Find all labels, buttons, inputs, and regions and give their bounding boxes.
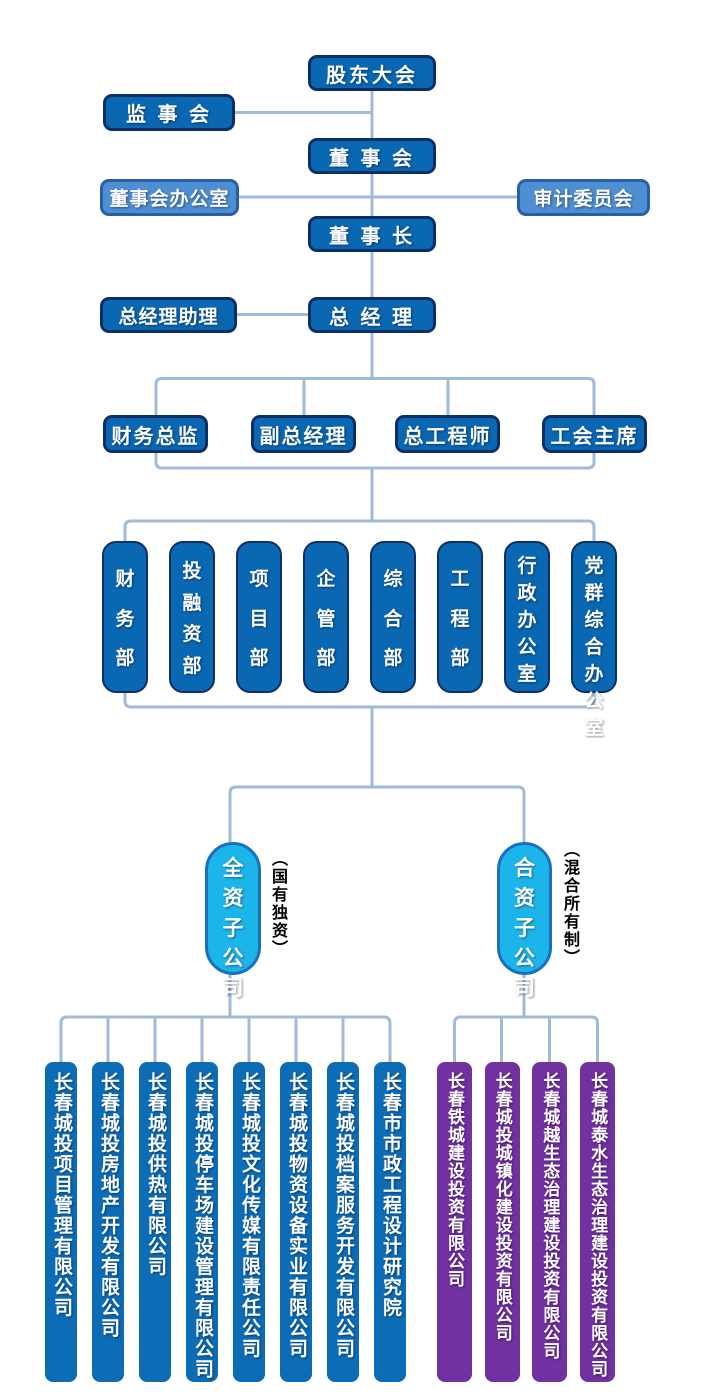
node-executive: 副总经理 — [251, 415, 356, 453]
node-board-of-directors: 董 事 会 — [308, 138, 436, 174]
node-executive: 总工程师 — [395, 415, 500, 453]
department-box: 企管部 — [303, 541, 349, 693]
subsidiary-box-wholly-owned: 长春城投供热有限公司 — [139, 1062, 171, 1382]
subsidiary-box-wholly-owned: 长春城投停车场建设管理有限公司 — [186, 1062, 218, 1382]
node-general-manager: 总 经 理 — [308, 297, 436, 333]
department-box: 财务部 — [102, 541, 148, 693]
subsidiary-box-joint-venture: 长春城泰水生态治理建设投资有限公司 — [580, 1062, 616, 1382]
subsidiary-box-wholly-owned: 长春城投房地产开发有限公司 — [92, 1062, 124, 1382]
subsidiary-box-joint-venture: 长春城越生态治理建设投资有限公司 — [532, 1062, 568, 1382]
subsidiary-box-joint-venture: 长春铁城建设投资有限公司 — [437, 1062, 472, 1382]
oval-wholly-owned-subsidiaries: 全资子公司 — [205, 842, 261, 1000]
node-executive: 财务总监 — [103, 415, 208, 453]
note-mixed-ownership: （混合所有制） — [561, 841, 578, 967]
department-box: 综合部 — [370, 541, 416, 693]
department-box: 党群综合办公室 — [571, 541, 617, 739]
subsidiary-box-wholly-owned: 长春城投档案服务开发有限公司 — [327, 1062, 359, 1382]
subsidiary-box-wholly-owned: 长春市市政工程设计研究院 — [374, 1062, 406, 1382]
subsidiary-box-joint-venture: 长春城投城镇化建设投资有限公司 — [484, 1062, 520, 1382]
note-state-owned: （国有独资） — [269, 850, 286, 958]
department-box: 行政办公室 — [504, 541, 550, 693]
node-audit-committee: 审计委员会 — [517, 179, 650, 216]
node-board-office: 董事会办公室 — [100, 179, 239, 216]
node-supervisory-board: 监 事 会 — [103, 94, 235, 131]
subsidiary-box-wholly-owned: 长春城投物资设备实业有限公司 — [280, 1062, 312, 1382]
node-shareholders-meeting: 股东大会 — [308, 55, 436, 91]
node-chairman: 董 事 长 — [308, 216, 436, 252]
department-box: 工程部 — [437, 541, 483, 693]
node-executive: 工会主席 — [542, 415, 647, 453]
department-box: 项目部 — [236, 541, 282, 693]
department-box: 投融资部 — [169, 541, 215, 693]
oval-joint-venture-subsidiaries: 合资子公司 — [497, 842, 552, 1000]
node-gm-assistant: 总经理助理 — [100, 297, 237, 333]
subsidiary-box-wholly-owned: 长春城投文化传媒有限责任公司 — [233, 1062, 265, 1382]
subsidiary-box-wholly-owned: 长春城投项目管理有限公司 — [45, 1062, 77, 1382]
